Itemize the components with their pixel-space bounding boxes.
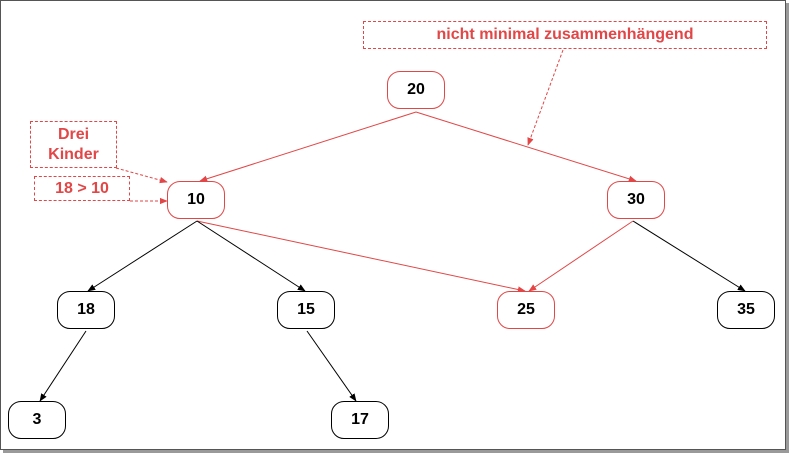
annotation-text: 18 > 10 [55,179,109,197]
tree-node: 20 [387,71,445,109]
edge-20-30 [415,111,637,182]
node-label: 15 [297,301,315,318]
annotation-text-line2: Kinder [48,145,99,163]
edge-10-25 [196,220,526,293]
edge-10-15 [196,220,306,292]
node-label: 20 [407,81,425,98]
tree-node: 15 [277,291,335,329]
annotation-not-minimal: nicht minimal zusammenhängend [363,21,767,49]
pointer-three-children [115,167,168,184]
tree-node: 30 [607,181,665,219]
tree-node: 35 [717,291,775,329]
node-label: 3 [32,411,42,428]
tree-node: 10 [167,181,225,219]
edge-30-25 [528,220,634,292]
node-label: 30 [627,191,645,208]
pointer-not-minimal [527,49,564,146]
tree-node: 3 [8,401,66,439]
tree-node: 18 [57,291,115,329]
node-label: 25 [517,301,535,318]
edge-10-18 [87,220,198,292]
annotation-text-line1: Drei [57,125,90,143]
node-label: 17 [351,411,369,428]
edge-20-10 [199,111,417,182]
node-label: 35 [737,301,755,318]
annotation-text: nicht minimal zusammenhängend [436,26,694,43]
edge-15-17 [306,330,357,402]
node-label: 10 [187,191,205,208]
edge-30-35 [632,220,746,292]
tree-node: 25 [497,291,555,329]
node-label: 18 [77,301,95,318]
annotation-three-children: Drei Kinder [30,121,117,168]
edge-18-3 [39,330,87,402]
annotation-order-violation: 18 > 10 [34,176,130,201]
tree-node: 17 [331,401,389,439]
